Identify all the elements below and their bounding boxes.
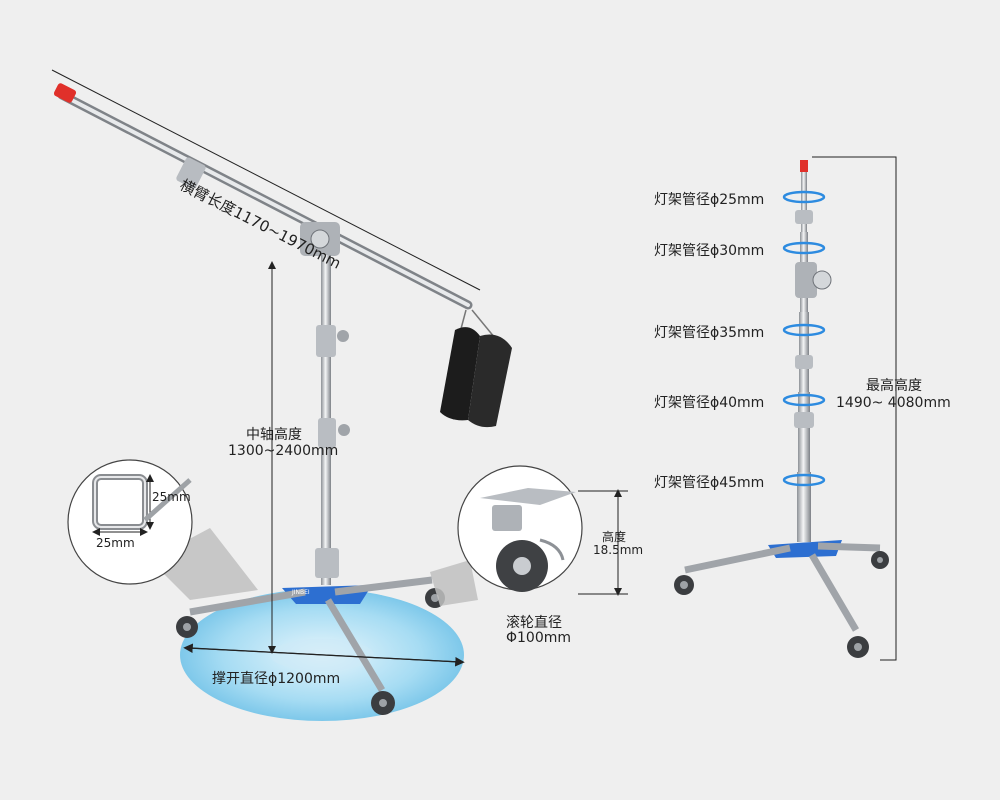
sandbag	[440, 309, 512, 428]
center-height-value: 1300~2400mm	[228, 443, 339, 459]
tube-label-40: 灯架管径ϕ40mm	[654, 395, 765, 411]
max-height-value: 1490~ 4080mm	[836, 395, 951, 411]
max-height-bracket	[812, 156, 897, 661]
center-height-title: 中轴高度	[246, 427, 302, 443]
rotation-ring-icon	[782, 190, 826, 487]
caster-height-value: 18.5mm	[593, 543, 644, 557]
tube-label-25: 灯架管径ϕ25mm	[654, 192, 765, 208]
boom-dimension-line	[51, 69, 481, 291]
caster-height-title: 高度	[602, 530, 627, 544]
base-logo-text: JINBEI	[292, 589, 310, 596]
caster-inset	[430, 465, 628, 606]
left-base	[189, 576, 433, 692]
tube-height-label: 25mm	[152, 490, 191, 504]
max-height-title: 最高高度	[866, 378, 922, 394]
tube-label-30: 灯架管径ϕ30mm	[654, 243, 765, 259]
center-column	[315, 255, 350, 585]
tube-width-label: 25mm	[96, 536, 135, 550]
tube-label-45: 灯架管径ϕ45mm	[654, 475, 765, 491]
wheel-diameter-value: Φ100mm	[506, 630, 572, 646]
boom-arm	[53, 83, 473, 310]
tube-label-35: 灯架管径ϕ35mm	[654, 325, 765, 341]
tube-profile-inset	[67, 459, 258, 600]
wheel-diameter-title: 滚轮直径	[506, 615, 562, 631]
spread-diameter-label: 撑开直径ϕ1200mm	[212, 671, 341, 687]
